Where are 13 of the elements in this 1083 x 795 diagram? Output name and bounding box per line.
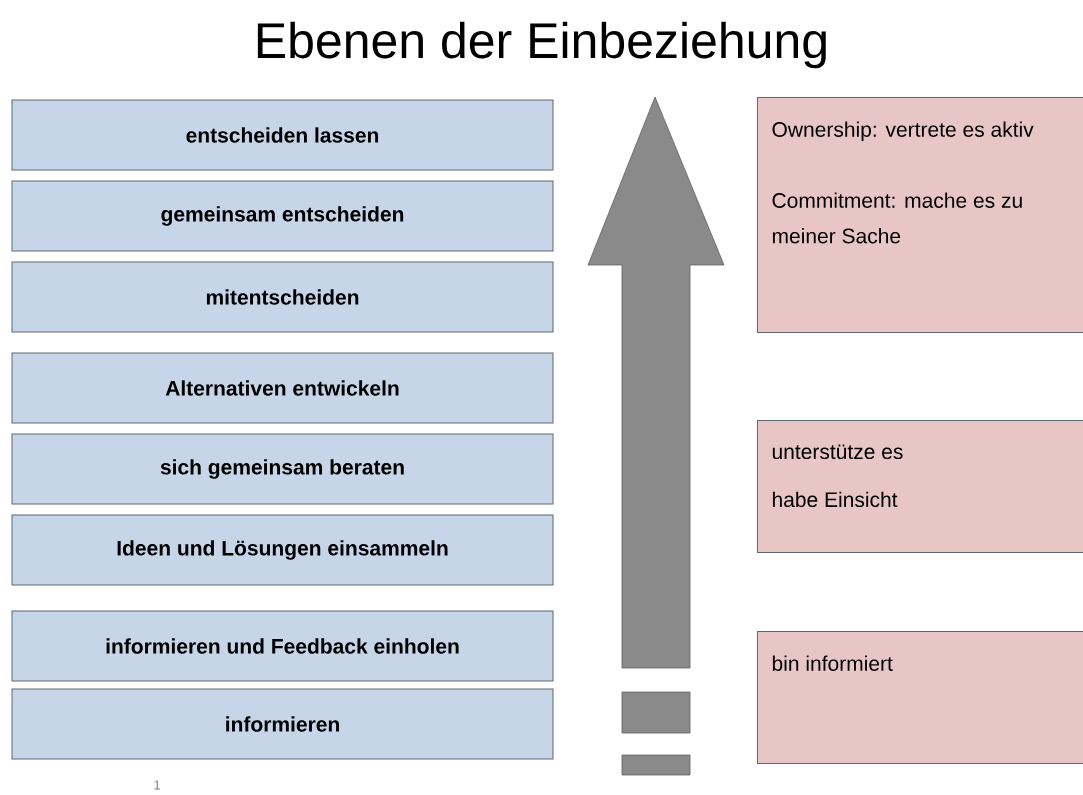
level-box: mitentscheiden	[11, 261, 554, 333]
response-box: bin informiert	[757, 631, 1083, 764]
page-number: 1	[154, 780, 160, 790]
level-box: informieren und Feedback einholen	[11, 610, 554, 682]
level-box: entscheiden lassen	[11, 99, 554, 171]
level-box: Ideen und Lösungen einsammeln	[11, 514, 554, 586]
title: Ebenen der Einbeziehung	[257, 21, 826, 69]
level-box: sich gemeinsam beraten	[11, 433, 554, 505]
response-box: Ownership: vertrete es aktiv Commitment: mache es zu meiner Sache	[757, 97, 1083, 333]
level-box: gemeinsam entscheiden	[11, 180, 554, 252]
response-box: unterstütze es habe Einsicht	[757, 420, 1083, 553]
level-box: Alternativen entwickeln	[11, 352, 554, 424]
level-box: informieren	[11, 688, 554, 760]
